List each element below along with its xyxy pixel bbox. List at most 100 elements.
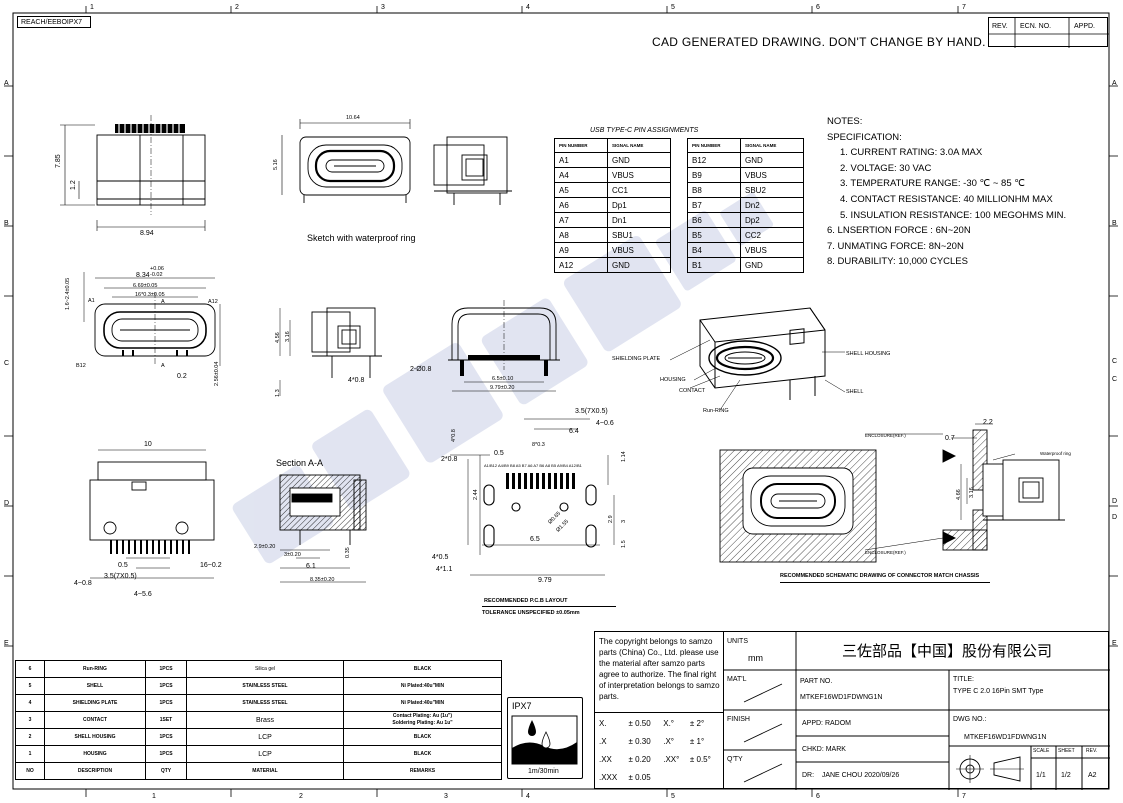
tol-angle-key: .XX°	[663, 754, 680, 764]
tol-angle-key	[661, 768, 688, 786]
bom-qty: 1PCS	[145, 745, 187, 763]
section-29: 2.9±0.20	[254, 544, 276, 550]
part-no-label: PART NO.	[800, 678, 833, 685]
bom-remarks: Ni Plated:40u"MIN	[343, 677, 502, 695]
detail-total-tol: +0.06 -0.02	[150, 266, 164, 278]
bom-no: 2	[15, 728, 45, 746]
pcb-caption: RECOMMENDED P.C.B LAYOUT	[484, 598, 568, 604]
signal-cell: GND	[740, 152, 804, 168]
tol-angle-value: ± 1°	[689, 736, 705, 746]
bom-header-material: MATERIAL	[186, 762, 344, 780]
top-view-width: 8.94	[140, 230, 154, 237]
tol-angle-value: ± 2°	[689, 718, 705, 728]
zone-top-7: 7	[962, 4, 966, 11]
bom-desc: Run-RING	[44, 660, 146, 678]
pin-cell: A8	[554, 227, 608, 243]
bom-qty: 1SET	[145, 711, 187, 729]
section-drawing	[279, 474, 367, 583]
pcb-65: 6.5	[530, 536, 540, 543]
bom-material: STAINLESS STEEL	[186, 677, 344, 695]
notes-subtitle: SPECIFICATION:	[827, 131, 902, 143]
bom-qty: 1PCS	[145, 728, 187, 746]
zone-right-d2: D	[1112, 514, 1118, 521]
note-item: 6. LNSERTION FORCE : 6N~20N	[827, 225, 971, 237]
detail-a1: A1	[88, 298, 95, 304]
pcb-15: 1.5	[621, 540, 627, 548]
rev-header: REV.	[992, 23, 1008, 30]
zone-right-c2: C	[1112, 376, 1118, 383]
finish-label: FINISH	[727, 716, 750, 723]
chassis-caption: RECOMMENDED SCHEMATIC DRAWING OF CONNECT…	[780, 573, 980, 579]
bom-material: STAINLESS STEEL	[186, 694, 344, 712]
pcb-405: 4*0.5	[432, 554, 449, 561]
bottom-pitch: 3.5(7X0.5)	[104, 573, 137, 580]
signal-cell: CC2	[740, 227, 804, 243]
signal-cell: SBU2	[740, 182, 804, 198]
pcb-208: 2*0.8	[441, 456, 458, 463]
pin-cell: A4	[554, 167, 608, 183]
copyright-block: The copyright belongs to samzo parts (Ch…	[594, 631, 724, 789]
units-label: UNITS	[727, 638, 748, 645]
chassis-enclosure-bottom: ENCLOSURE(REF.)	[865, 550, 906, 555]
zone-right-a: A	[1112, 80, 1117, 87]
pin-cell: B5	[687, 227, 741, 243]
zone-right-b: B	[1112, 220, 1117, 227]
bom-no: 6	[15, 660, 45, 678]
zone-right-d: D	[1112, 498, 1118, 505]
signal-cell: GND	[607, 257, 671, 273]
pin-cell: A9	[554, 242, 608, 258]
zone-left-d: D	[4, 500, 10, 507]
bom-remarks: Ni Plated:40u"MIN	[343, 694, 502, 712]
bottom-05: 0.5	[118, 562, 128, 569]
company-name: 三佐部品【中国】股份有限公司	[842, 642, 1053, 660]
table-row: .XXX± 0.05	[597, 768, 721, 786]
iso-shielding-plate: SHIELDING PLATE	[612, 356, 661, 362]
rev-value: A2	[1088, 772, 1097, 779]
ipx7-depth: 1m/30min	[528, 768, 559, 775]
signal-cell: VBUS	[607, 167, 671, 183]
ecn-header: ECN. NO.	[1020, 23, 1052, 30]
zone-left-c: C	[4, 360, 10, 367]
sheet-value: 1/2	[1061, 772, 1071, 779]
notes-title: NOTES:	[827, 116, 863, 127]
chassis-466: 4.66	[956, 489, 962, 500]
pcb-pad-labels: A1/B12 A4/B9 B8 A5 B7 A6 A7 B6 A8 B5 A9/…	[484, 463, 582, 468]
bom-material: Brass	[186, 711, 344, 729]
tol-angle-key: X.°	[663, 718, 674, 728]
pin-assignment-table: PIN NUMBER SIGNAL NAME PIN NUMBER SIGNAL…	[554, 138, 804, 273]
ipx7-badge: IPX7 1m/30min	[507, 697, 583, 779]
pcb-29: 2.9	[608, 515, 614, 523]
zone-bottom-6: 6	[816, 793, 820, 800]
side-h2: 3.16	[285, 331, 291, 342]
zone-left-b: B	[4, 220, 9, 227]
pcb-244: 2.44	[473, 489, 479, 500]
chassis-waterproof: Waterproof ring	[1040, 451, 1071, 456]
chassis-enclosure-top: ENCLOSURE(REF.)	[865, 433, 906, 438]
zone-bottom-2: 2	[299, 793, 303, 800]
tol-key: .X	[599, 736, 607, 746]
units-value: mm	[748, 653, 763, 663]
pcb-35: 3.5(7X0.5)	[575, 408, 608, 415]
bom-no: 4	[15, 694, 45, 712]
bom-material: LCP	[186, 745, 344, 763]
zone-top-5: 5	[671, 4, 675, 11]
bom-material: LCP	[186, 728, 344, 746]
note-item: 7. UNMATING FORCE: 8N~20N	[827, 240, 964, 252]
sketch-width: 10.64	[346, 115, 360, 121]
tol-value: ± 0.20	[628, 754, 651, 764]
pin-cell: A6	[554, 197, 608, 213]
zone-left-e: E	[4, 640, 9, 647]
pcb-979: 9.79	[538, 577, 552, 584]
pin-table-title: USB TYPE-C PIN ASSIGNMENTS	[590, 127, 699, 134]
title-block: UNITS mm MAT'L FINISH Q'TY 三佐部品【中国】股份有限公…	[723, 631, 1110, 790]
bottom-pin45: 4~5.6	[134, 591, 152, 598]
zone-top-6: 6	[816, 4, 820, 11]
zone-bottom-4: 4	[526, 793, 530, 800]
